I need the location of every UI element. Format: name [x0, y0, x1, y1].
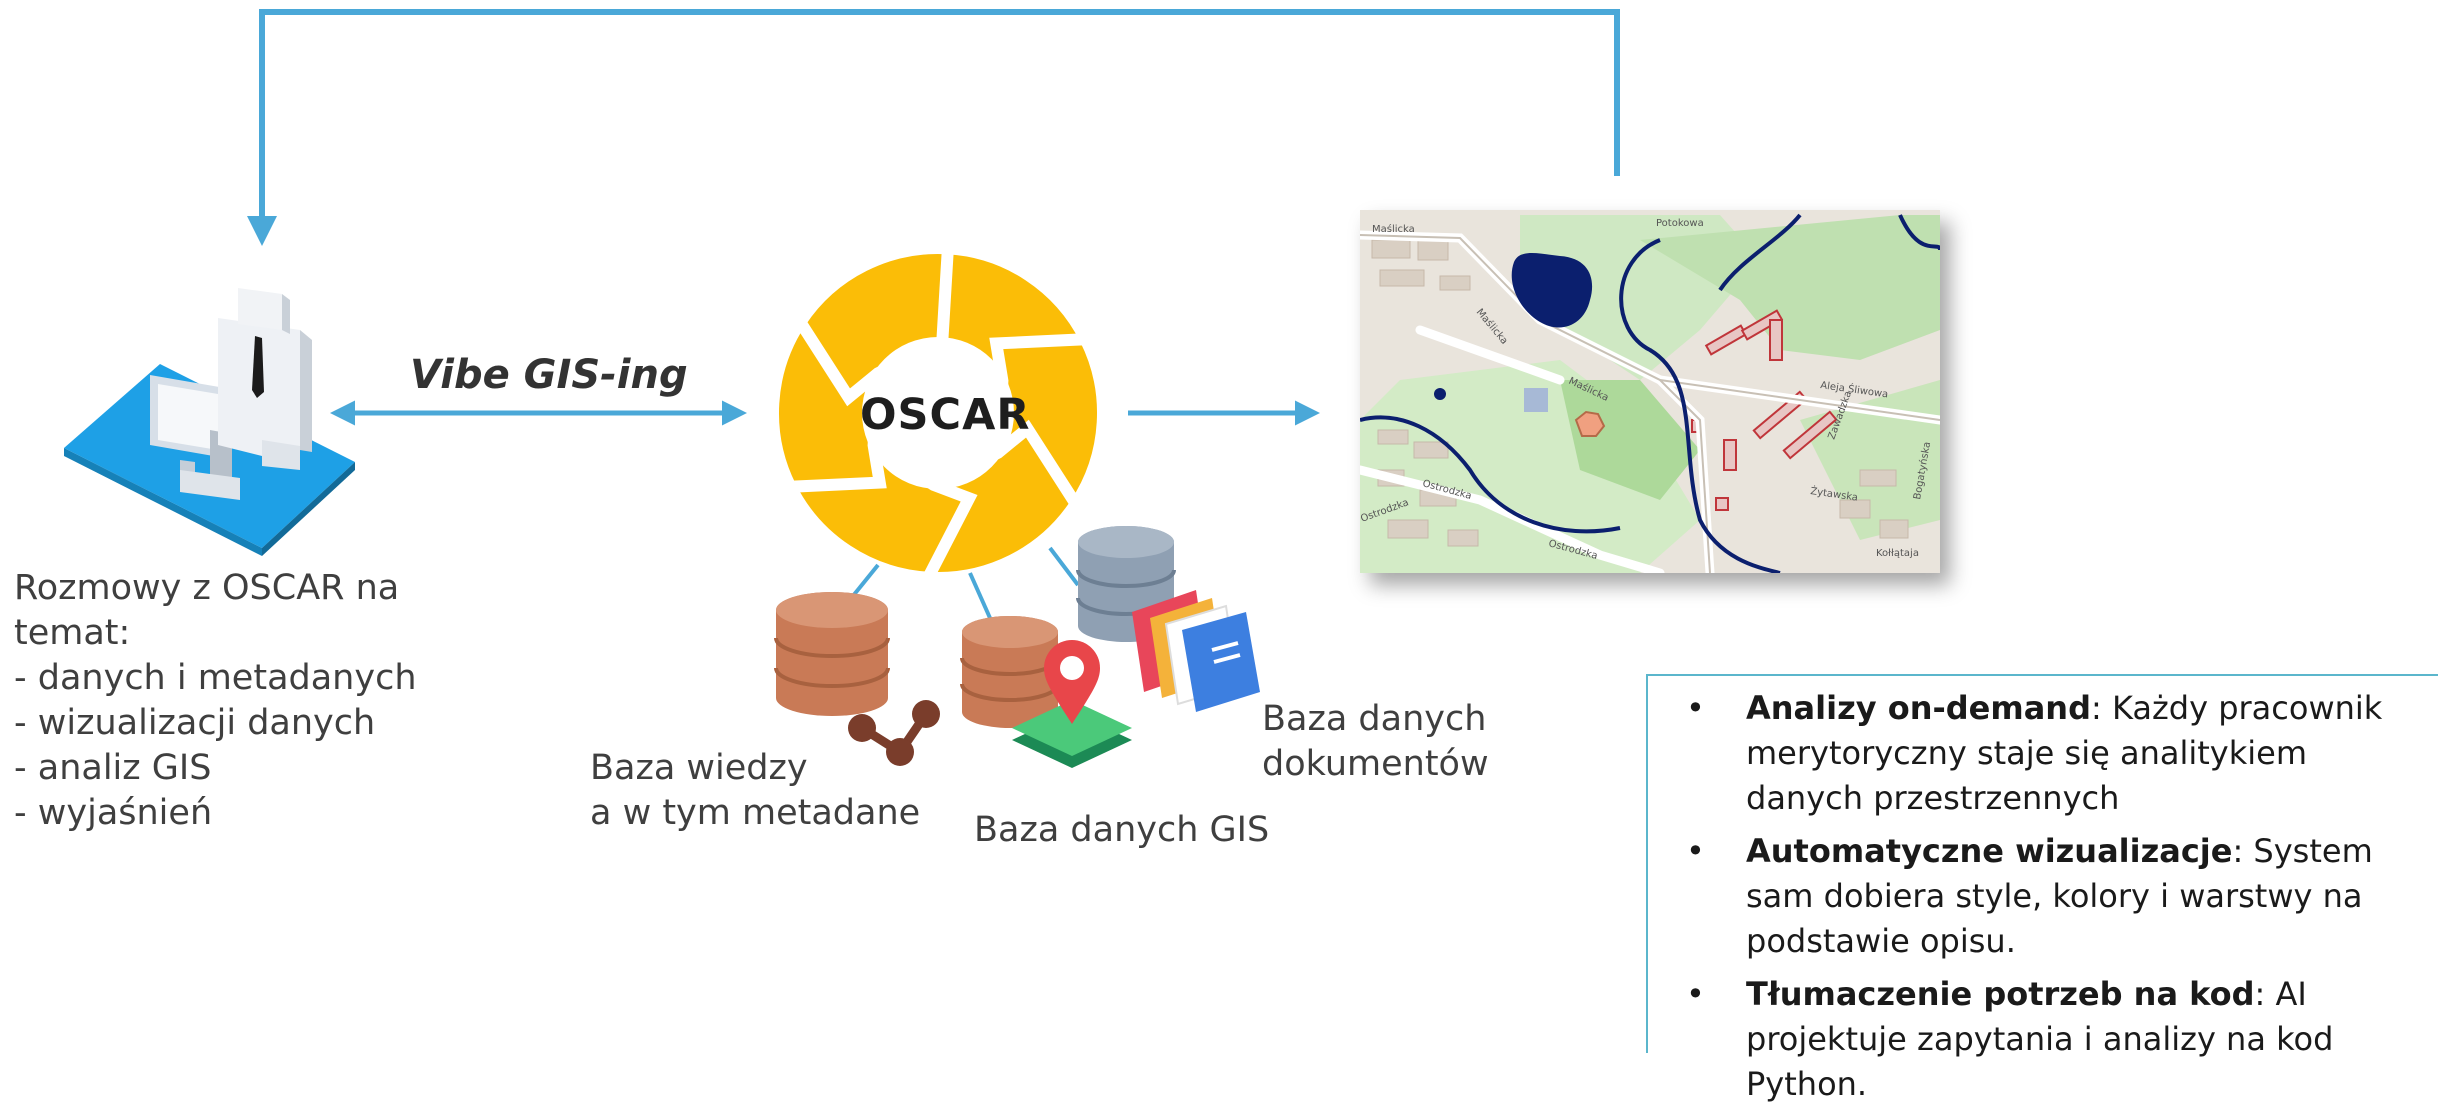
map-label: Kołłątaja [1876, 548, 1919, 559]
user-topic-item: - danych i metadanych [14, 658, 417, 698]
bullet-icon: • [1686, 689, 1705, 727]
user-workstation-icon [64, 288, 355, 556]
bullet-icon: • [1686, 832, 1705, 870]
document-database-label-line: Baza danych [1262, 699, 1487, 739]
aperture-center [862, 337, 1014, 489]
document-database-label: Baza danych dokumentów [1262, 697, 1489, 787]
feature-item: • Tłumaczenie potrzeb na kod: AI projekt… [1664, 972, 2418, 1107]
document-database-icon [1076, 526, 1260, 712]
feature-title: Analizy on-demand [1746, 689, 2091, 727]
user-topic-item: - analiz GIS [14, 748, 212, 788]
feature-text: : System sam dobiera style, kolory i war… [1746, 832, 2373, 960]
knowledge-base-label-line: a w tym metadane [590, 793, 921, 833]
feature-item: • Analizy on-demand: Każdy pracownik mer… [1664, 686, 2418, 821]
feature-text: : Każdy pracownik merytoryczny staje się… [1746, 689, 2383, 817]
diagram-canvas: Maślicka Maślicka Maślicka Aleja Śliwowa… [64, 9, 1940, 768]
feedback-arrow [247, 9, 1620, 246]
oscar-logo-text: OSCAR [860, 390, 1031, 440]
document-database-label-line: dokumentów [1262, 744, 1489, 784]
map-label: Maślicka [1372, 223, 1415, 235]
user-caption-line: temat: [14, 613, 131, 653]
bullet-icon: • [1686, 975, 1705, 1013]
user-topic-item: - wizualizacji danych [14, 703, 376, 743]
features-panel: • Analizy on-demand: Każdy pracownik mer… [1646, 674, 2438, 1103]
feature-item: • Automatyczne wizualizacje: System sam … [1664, 829, 2418, 964]
oscar-logo-icon [767, 242, 1109, 584]
feature-title: Automatyczne wizualizacje [1746, 832, 2233, 870]
gis-database-icon [960, 616, 1132, 768]
aperture-blade [793, 242, 955, 407]
map-screenshot-image: Maślicka Maślicka Maślicka Aleja Śliwowa… [1360, 210, 1940, 573]
knowledge-base-label-line: Baza wiedzy [590, 748, 808, 788]
feature-title: Tłumaczenie potrzeb na kod [1746, 975, 2255, 1013]
user-topic-item: - wyjaśnień [14, 793, 213, 833]
knowledge-base-label: Baza wiedzy a w tym metadane [590, 746, 920, 836]
user-caption-line: Rozmowy z OSCAR na [14, 568, 400, 608]
gis-database-label: Baza danych GIS [974, 810, 1270, 850]
features-list: • Analizy on-demand: Każdy pracownik mer… [1664, 686, 2418, 1107]
knowledge-base-icon [774, 592, 940, 766]
vibe-gis-ing-label: Vibe GIS-ing [410, 352, 688, 398]
user-topics-caption: Rozmowy z OSCAR na temat: - danych i met… [14, 566, 434, 836]
map-label: Potokowa [1656, 218, 1704, 229]
